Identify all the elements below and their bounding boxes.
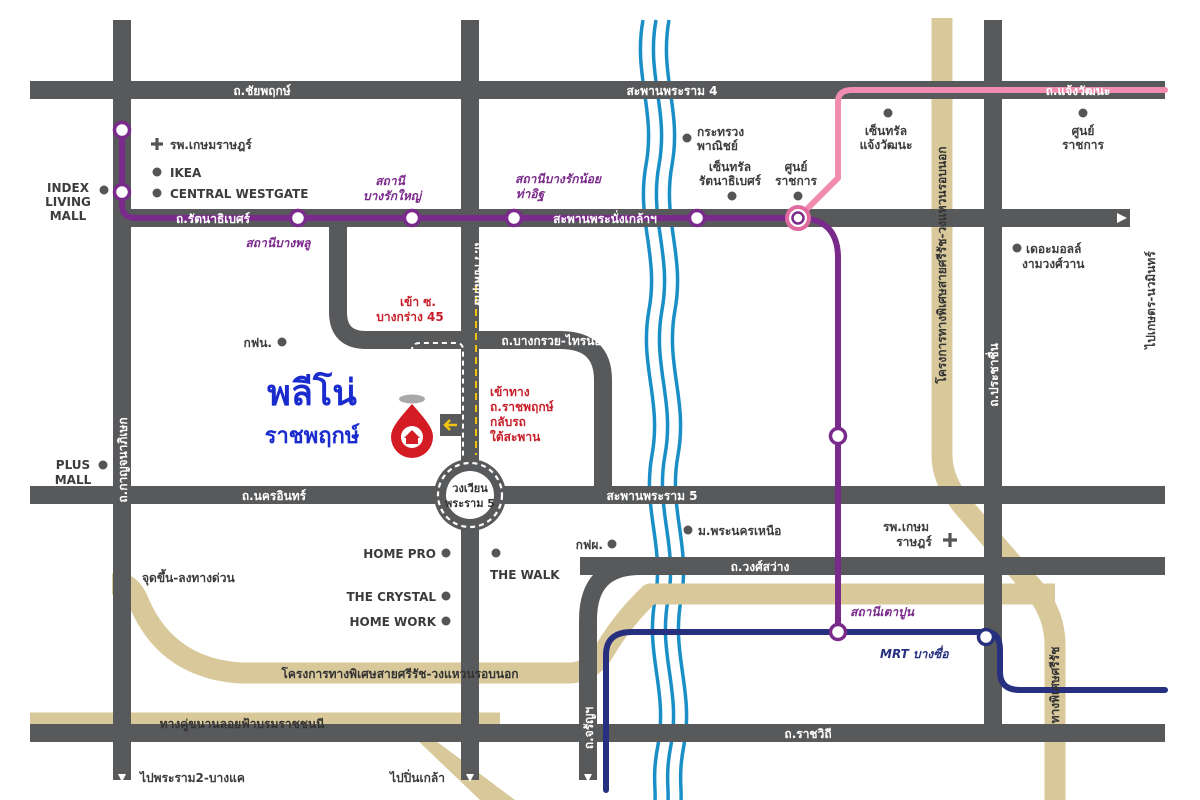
expressway-label-outer-ring-vertical: โครงการทางพิเศษสายศรีรัช-วงแหวนรอบนอก	[934, 146, 949, 384]
brand-location: ราชพฤกษ์	[265, 423, 360, 449]
place-gov-center-left-1: ศูนย์	[785, 160, 808, 175]
road-label-ratchawithi: ถ.ราชวิถี	[784, 727, 831, 741]
station-bang-rak-yai-2: บางรักใหญ่	[363, 188, 423, 203]
road-label-charan: ถ.จรัญฯ	[582, 707, 596, 750]
place-index-living-mall-3: MALL	[50, 209, 87, 223]
expressway-label-outer-ring-bottom: โครงการทางพิเศษสายศรีรัช-วงแหวนรอบนอก	[280, 666, 518, 681]
note-enter-via-2: ถ.ราชพฤกษ์	[490, 400, 554, 414]
place-central-chaengwattana-1: เซ็นทรัล	[865, 123, 907, 138]
place-mall-ngamwongwan-2: งามวงศ์วาน	[1022, 257, 1085, 271]
road-label-nangklao-bridge: สะพานพระนั่งเกล้าฯ	[553, 210, 657, 226]
note-enter-soi-2: บางกร่าง 45	[376, 310, 443, 324]
station-bang-rak-noi-1: สถานีบางรักน้อย	[515, 172, 602, 186]
outer-ring-expressway-bottom	[109, 573, 1055, 684]
direction-arrows	[118, 213, 1127, 782]
place-plus-mall-2: MALL	[55, 473, 92, 487]
purple-line	[119, 127, 841, 635]
place-central-chaengwattana-2: แจ้งวัฒนะ	[860, 138, 913, 152]
place-the-crystal: THE CRYSTAL	[346, 590, 436, 604]
road-label-nakhonin: ถ.นครอินทร์	[242, 489, 307, 503]
bang-sue-station	[976, 627, 996, 647]
roundabout-label-1: วงเวียน	[452, 482, 488, 495]
direction-rama2-bangkhae: ไปพระราม2-บางแค	[138, 770, 245, 785]
place-index-living-mall-2: LIVING	[45, 195, 91, 209]
place-egat: กฟน.	[243, 336, 272, 350]
expressway-ramp-label: จุดขึ้น-ลงทางด่วน	[142, 568, 235, 586]
roundabout-label-2: พระราม 5	[445, 497, 495, 510]
place-index-living-mall-1: INDEX	[47, 181, 90, 195]
place-plus-mall-1: PLUS	[56, 458, 90, 472]
place-gov-center-right-1: ศูนย์	[1072, 124, 1095, 139]
direction-pinklao: ไปปิ่นเกล้า	[388, 769, 445, 785]
station-mrt-bang-sue: MRT บางซื่อ	[880, 645, 949, 661]
place-home-pro: HOME PRO	[363, 547, 436, 561]
stations	[112, 120, 848, 642]
note-enter-via-1: เข้าทาง	[490, 385, 530, 399]
station-bang-rak-yai-1: สถานี	[375, 174, 406, 188]
road-label-rattanathibet: ถ.รัตนาธิเบศร์	[176, 212, 251, 226]
place-central-rattanathibet-2: รัตนาธิเบศร์	[699, 174, 762, 188]
project-marker-icon	[391, 394, 433, 458]
place-mall-ngamwongwan-1: เดอะมอลล์	[1026, 242, 1081, 256]
blue-line	[603, 629, 1168, 793]
place-kasemrad-hospital: รพ.เกษมราษฎร์	[170, 138, 252, 152]
pink-line	[795, 87, 1168, 221]
road-label-kanchanaphisek: ถ.กาญจนาภิเษก	[116, 417, 130, 502]
expressway-label-parallel-skyway: ทางคู่ขนานลอยฟ้าบรมราชชนนี	[160, 717, 325, 732]
road-label-tiwanon: ถ.ติวานนท์	[840, 271, 854, 329]
place-kmutnb: ม.พระนครเหนือ	[698, 524, 781, 538]
river	[638, 19, 689, 800]
expressway-label-sirat: ทางพิเศษศรีรัช	[1048, 647, 1062, 724]
brand-name: พลีโน่	[267, 371, 357, 414]
note-enter-via-4: ใต้สะพาน	[490, 429, 541, 444]
place-kasemrad-hospital-2-2: ราษฎร์	[896, 535, 932, 549]
road-label-bangkruai-sainoi: ถ.บางกรวย-ไทรน้อย	[501, 333, 608, 348]
place-ikea: IKEA	[170, 166, 202, 180]
note-enter-soi-1: เข้า ซ.	[400, 295, 436, 309]
place-gov-center-left-2: ราชการ	[775, 174, 817, 188]
place-central-westgate: CENTRAL WESTGATE	[170, 187, 308, 201]
road-label-prachachuen: ถ.ประชาชื่น	[985, 342, 1001, 406]
place-home-work: HOME WORK	[349, 615, 436, 629]
road-label-chaengwattana: ถ.แจ้งวัฒนะ	[1046, 84, 1111, 98]
place-kasemrad-hospital-2-1: รพ.เกษม	[883, 520, 929, 534]
road-label-rama5-bridge: สะพานพระราม 5	[606, 489, 697, 503]
direction-kaset-nawamin: ไปเกษตร-นวมินทร์	[1143, 251, 1158, 351]
interchange-station	[785, 205, 811, 231]
hospital-cross-icon	[151, 138, 163, 150]
place-the-walk: THE WALK	[490, 568, 560, 582]
place-markers	[98, 108, 1088, 626]
hospital-cross-icon-2	[943, 533, 957, 547]
note-enter-via-3: กลับรถ	[490, 415, 526, 429]
station-tao-poon: สถานีเตาปูน	[850, 605, 915, 620]
soi-route	[411, 342, 464, 458]
place-gov-center-right-2: ราชการ	[1062, 138, 1104, 152]
place-ministry-commerce-1: กระทรวง	[697, 125, 744, 139]
place-ministry-commerce-2: พาณิชย์	[697, 139, 738, 153]
place-central-rattanathibet-1: เซ็นทรัล	[709, 159, 751, 174]
station-bang-phlu: สถานีบางพลู	[245, 236, 311, 251]
place-pea: กฟผ.	[576, 538, 603, 552]
road-label-rama4-bridge: สะพานพระราม 4	[626, 84, 717, 98]
station-bang-rak-noi-2: ท่าอิฐ	[516, 187, 546, 202]
road-label-ratchaphruek: ถ.ราชพฤกษ์	[472, 242, 486, 306]
road-label-wongsawang: ถ.วงศ์สว่าง	[731, 560, 790, 574]
road-label-chaiyaphruek: ถ.ชัยพฤกษ์	[233, 84, 291, 98]
